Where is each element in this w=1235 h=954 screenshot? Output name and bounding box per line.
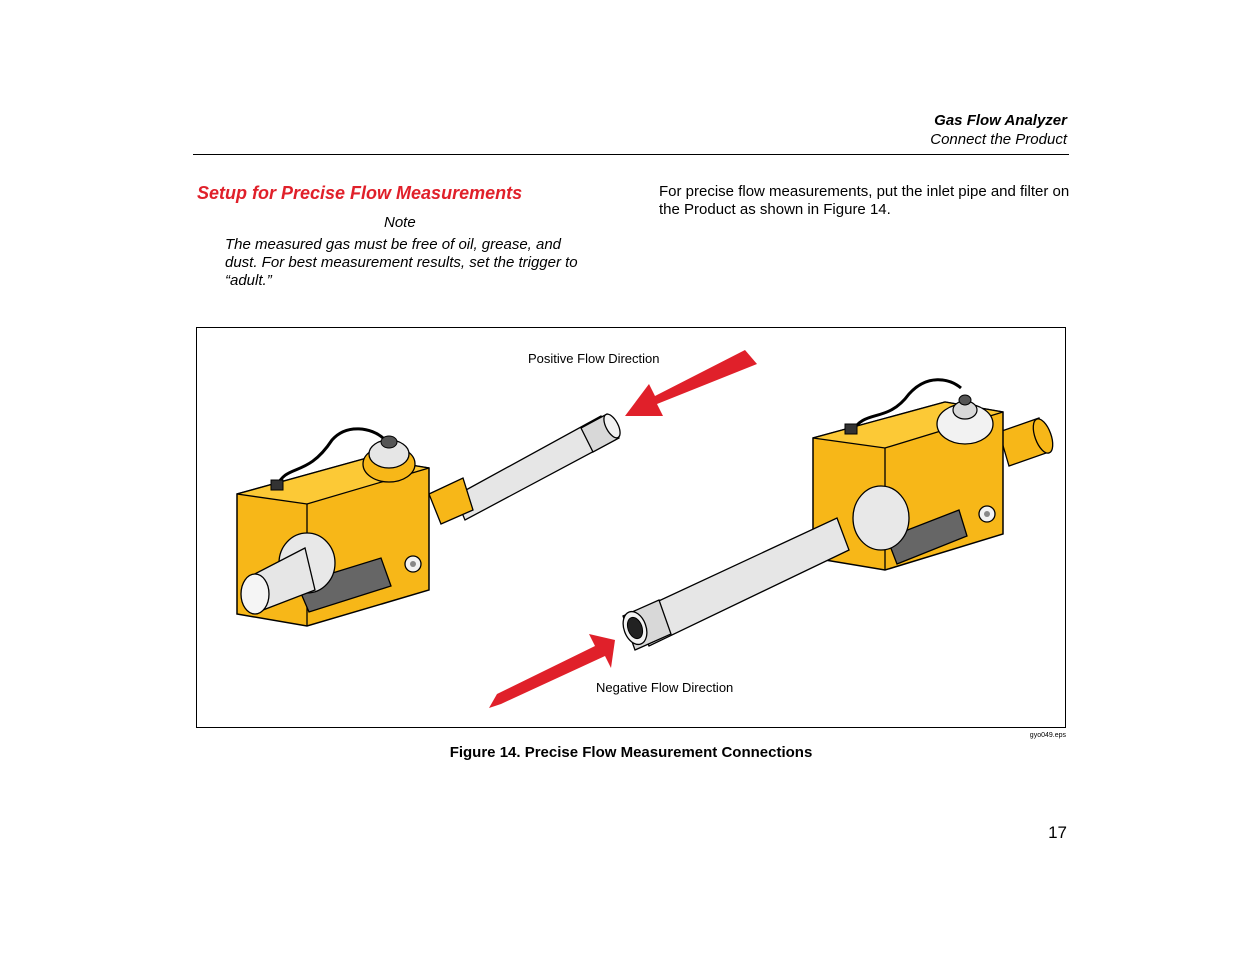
page-number: 17: [1048, 823, 1067, 842]
section-heading: Setup for Precise Flow Measurements: [197, 183, 523, 203]
intro-paragraph: For precise flow measurements, put the i…: [659, 183, 1070, 218]
positive-flow-arrow: [625, 350, 757, 416]
running-header-subtitle: Connect the Product: [930, 131, 1067, 148]
left-analyzer-device: [236, 413, 621, 627]
figure-caption: Figure 14. Precise Flow Measurement Conn…: [449, 744, 813, 761]
note-label: Note: [384, 214, 416, 231]
negative-flow-arrow: [489, 634, 615, 708]
figure-illustration: [236, 350, 1054, 708]
right-analyzer-device: [622, 378, 1054, 651]
running-header-title: Gas Flow Analyzer: [934, 112, 1067, 129]
note-body: The measured gas must be free of oil, gr…: [225, 236, 578, 289]
negative-flow-label: Negative Flow Direction: [596, 680, 734, 695]
figure-frame: [196, 327, 1066, 728]
figure-file-id: gyo049.eps: [1029, 732, 1066, 739]
positive-flow-label: Positive Flow Direction: [528, 351, 660, 366]
header-rule: [193, 154, 1069, 155]
